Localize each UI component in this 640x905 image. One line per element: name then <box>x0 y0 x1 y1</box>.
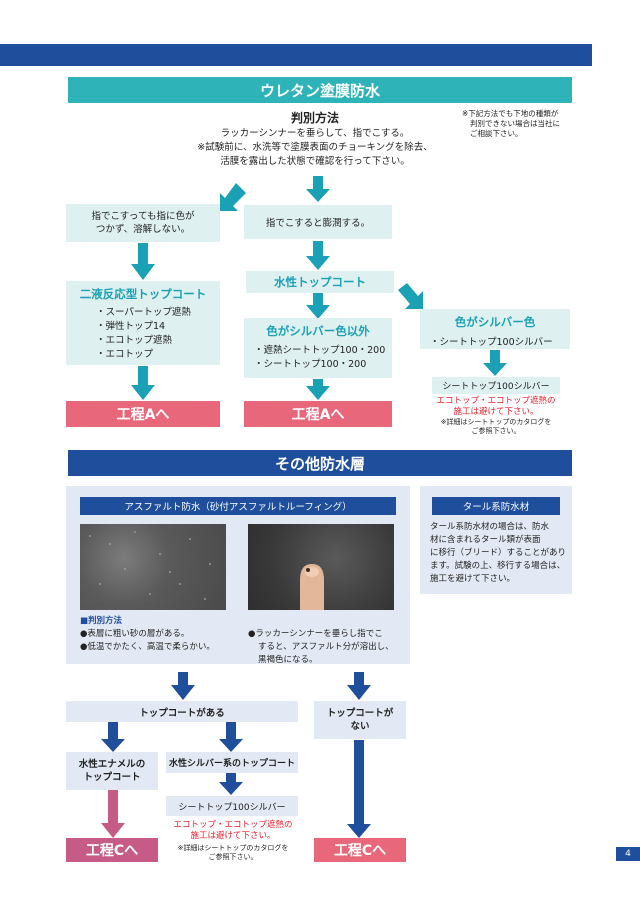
enamel-topcoat: 水性エナメルの トップコート <box>66 752 158 790</box>
silver-title: 色がシルバー色 <box>454 315 536 329</box>
list-item: ・スーパートップ遮熱 <box>96 307 191 318</box>
silver-warning: エコトップ・エコトップ遮熱の 施工は避けて下さい。 <box>436 396 556 417</box>
asphalt-photo-finger <box>248 524 394 610</box>
asphalt-title: アスファルト防水（砂付アスファルトルーフィング） <box>80 497 396 515</box>
lower-warning: エコトップ・エコトップ遮熱の 施工は避けて下さい。 <box>173 820 293 841</box>
two-component-title: 二液反応型トップコート <box>79 287 207 301</box>
method-block: 判別方法 ラッカーシンナーを垂らして、指でこする。 ※試験前に、水洗等で塗膜表面… <box>180 111 450 169</box>
list-item: ・エコトップ遮熱 <box>96 335 173 346</box>
list-item: ・エコトップ <box>96 349 154 360</box>
tar-text: タール系防水材の場合は、防水 材に含まれるタール類が表面 に移行（ブリード）する… <box>430 522 567 584</box>
side-note: ※下記方法でも下地の種類が 判別できない場合は当社に ご相談下さい。 <box>462 109 560 138</box>
section-title-urethane: ウレタン塗膜防水 <box>68 77 572 103</box>
condition-swell: 指でこすると膨潤する。 <box>244 205 392 239</box>
process-a-left: 工程Aへ <box>66 401 220 427</box>
process-a-middle: 工程Aへ <box>244 401 392 427</box>
silver-box: 色がシルバー色 ・シートトップ100シルバー <box>420 309 570 349</box>
two-component-list: ・スーパートップ遮熱 ・弾性トップ14 ・エコトップ遮熱 ・エコトップ <box>66 306 220 362</box>
list-item: ・弾性トップ14 <box>96 321 166 332</box>
lower-catalog-note: ※詳細はシートトップのカタログを ご参照下さい。 <box>177 844 289 861</box>
two-component-topcoat-box: 二液反応型トップコート ・スーパートップ遮熱 ・弾性トップ14 ・エコトップ遮熱… <box>66 281 220 365</box>
condition-no-dissolve: 指でこすっても指に色が つかず、溶解しない。 <box>66 204 220 242</box>
asphalt-method-left: ■判別方法 ●表層に粗い砂の層がある。 ●低温でかたく、高温で柔らかい。 <box>80 615 240 654</box>
page-number: 4 <box>616 847 640 861</box>
silver-topcoat: 水性シルバー系のトップコート <box>166 752 298 773</box>
sheet-top-silver-lower: シートトップ100シルバー <box>166 796 298 816</box>
asphalt-method-label: ■判別方法 <box>80 616 123 626</box>
method-heading: 判別方法 <box>290 111 339 125</box>
sand-texture <box>89 531 211 600</box>
finger-icon <box>300 564 324 610</box>
non-silver-title: 色がシルバー色以外 <box>266 324 370 338</box>
no-topcoat: トップコートが ない <box>314 701 406 739</box>
top-band <box>0 44 592 66</box>
waterborne-topcoat-label: 水性トップコート <box>246 271 394 293</box>
silver-catalog-note: ※詳細はシートトップのカタログを ご参照下さい。 <box>440 418 552 435</box>
tar-title: タール系防水材 <box>432 497 560 515</box>
section-title-other: その他防水層 <box>68 450 572 476</box>
asphalt-method-right: ●ラッカーシンナーを垂らし指でこ すると、アスファルト分が溶出し、 黒褐色になる… <box>248 629 394 665</box>
asphalt-photo-sand <box>80 524 226 610</box>
process-c-right: 工程Cへ <box>314 838 406 862</box>
process-c-left: 工程Cへ <box>66 838 158 862</box>
sheet-top-silver-result: シートトップ100シルバー <box>432 377 560 394</box>
has-topcoat: トップコートがある <box>66 701 298 722</box>
non-silver-box: 色がシルバー色以外 ・遮熱シートトップ100・200 ・シートトップ100・20… <box>244 318 392 378</box>
